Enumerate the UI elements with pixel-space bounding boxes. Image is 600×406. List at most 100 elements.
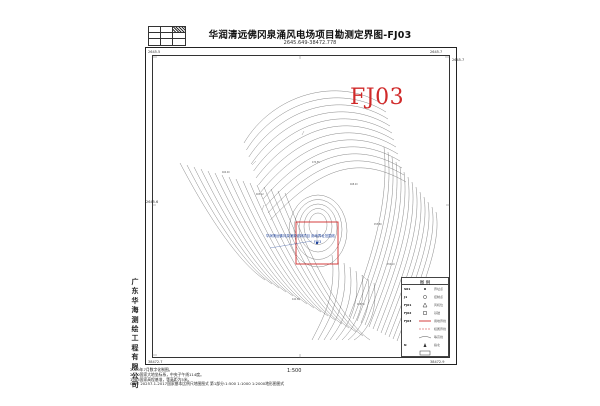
- contour-line: [356, 156, 394, 322]
- contour-line: [347, 278, 370, 341]
- contour-line: [253, 118, 393, 172]
- svg-text:470.55: 470.55: [312, 161, 320, 164]
- square-icon: [415, 310, 434, 316]
- corner-left-mid-label: 2645.6: [146, 200, 159, 204]
- legend-item-note: 用地界线: [434, 319, 447, 323]
- circle-icon: [415, 294, 434, 300]
- svg-text:455.80: 455.80: [374, 223, 382, 226]
- contour-line: [288, 194, 348, 268]
- contour-line: [352, 151, 390, 320]
- contour-line: [263, 146, 401, 200]
- contour-line: [256, 184, 343, 325]
- legend-item: S01 界址点: [402, 285, 448, 293]
- contour-line: [341, 274, 364, 341]
- contour-line: [270, 188, 357, 333]
- note-line: 1985国家高程基准，等高距为5米。: [130, 376, 192, 382]
- note-line: 2020年7月数字化制图。: [130, 367, 173, 372]
- legend-item-note: 等高线: [434, 335, 444, 339]
- contour-line: [376, 181, 414, 332]
- legend-item: [402, 349, 448, 357]
- land-use-boundary: [295, 221, 339, 265]
- svg-text:442.30: 442.30: [292, 298, 300, 301]
- legend-item-note: 基础: [434, 311, 441, 315]
- redline-icon: [415, 318, 434, 324]
- box-icon: [415, 350, 434, 356]
- corner-bottom-left-label: 38472.7: [148, 360, 163, 364]
- legend-item-label: FJ03: [404, 319, 412, 323]
- corner-bottom-right-label: 38472.9: [430, 360, 445, 364]
- legend-item-label: J1: [404, 295, 408, 299]
- contour-line: [263, 186, 350, 329]
- contour-line: [308, 212, 328, 238]
- contour-line: [323, 262, 346, 341]
- legend-title: 图 例: [402, 278, 448, 286]
- legend-item: 权属界线: [402, 325, 448, 333]
- contour-line: [384, 191, 422, 336]
- map-inner-frame: [152, 55, 450, 358]
- map-notes: 2020年7月数字化制图。 2000国家大地坐标系，中央子午线114度。 198…: [130, 367, 204, 383]
- corner-right-top-label: 2645.7: [452, 58, 465, 62]
- contour-line: [284, 192, 371, 341]
- boundary-annotation: 华润清远佛冈泉涌风电场项目 用地界址范围线: [266, 234, 335, 238]
- contour-line: [380, 186, 418, 334]
- contour-line: [368, 171, 406, 328]
- legend-item: FJ03 用地界线: [402, 317, 448, 325]
- map-standard: GB/T 20257.1-2017国家基本比例尺地图图式 第1部分:1:500 …: [130, 381, 285, 386]
- contour-line: [265, 153, 403, 207]
- contour-line: [251, 111, 391, 165]
- legend-item-note: 指北: [434, 343, 441, 347]
- legend-item: FJ02 基础: [402, 309, 448, 317]
- contour-line: [207, 170, 294, 297]
- contour-line: [242, 180, 329, 317]
- contour-line: [260, 139, 399, 193]
- svg-text:460.00: 460.00: [222, 171, 230, 174]
- contour-line: [311, 254, 334, 341]
- annotation-leader: [269, 240, 313, 249]
- contour-lines: [179, 90, 438, 344]
- map-outer-frame: [145, 47, 457, 365]
- legend-item-note: 风机位: [434, 303, 444, 307]
- legend-item: J1 控制点: [402, 293, 448, 301]
- contour-line: [303, 208, 333, 245]
- svg-text:465.12: 465.12: [256, 193, 264, 196]
- legend-item-label: S01: [404, 287, 411, 291]
- contour-line: [235, 178, 322, 313]
- triangle-icon: [415, 302, 434, 308]
- contour-line: [249, 182, 336, 321]
- contour-line: [221, 174, 308, 305]
- triangle-small-icon: [415, 342, 434, 348]
- surveyor-organization: 广东华海测绘工程有限公司: [131, 278, 139, 390]
- contour-line: [270, 167, 407, 221]
- contour-line: [364, 166, 402, 326]
- note-line: 2000国家大地坐标系，中央子午线114度。: [130, 371, 204, 377]
- contour-line: [293, 199, 343, 260]
- contour-line: [277, 190, 364, 337]
- contour-line: [200, 168, 287, 293]
- contour-line: [248, 104, 389, 158]
- contour-line: [329, 266, 352, 341]
- contour-line: [348, 146, 386, 318]
- contour-line: [360, 161, 398, 324]
- svg-text:450.10: 450.10: [387, 263, 395, 266]
- sheet-coordinates: 2645.649-38472.778: [283, 40, 337, 46]
- contour-line: [353, 282, 376, 341]
- contour-line: [228, 176, 315, 309]
- contour-icon: [415, 334, 434, 340]
- legend-item-label: FJ02: [404, 311, 412, 315]
- topographic-map: 460.00 465.12 470.55 468.20 455.80 442.3…: [152, 55, 450, 358]
- legend-item-note: 界址点: [434, 287, 444, 291]
- contour-line: [372, 176, 410, 330]
- turbine-point: [315, 241, 319, 245]
- map-scale: 1:500: [287, 368, 302, 374]
- sheet-code-stamp: FJ03: [350, 85, 405, 110]
- dot-icon: [415, 286, 434, 292]
- contour-line: [317, 258, 340, 341]
- svg-text:438.70: 438.70: [357, 303, 365, 306]
- map-title: 华润清远佛冈泉涌风电场项目勘测定界图-FJ03: [208, 30, 412, 41]
- contour-line: [335, 270, 358, 341]
- contour-line: [267, 160, 405, 214]
- legend-item-note: 控制点: [434, 295, 444, 299]
